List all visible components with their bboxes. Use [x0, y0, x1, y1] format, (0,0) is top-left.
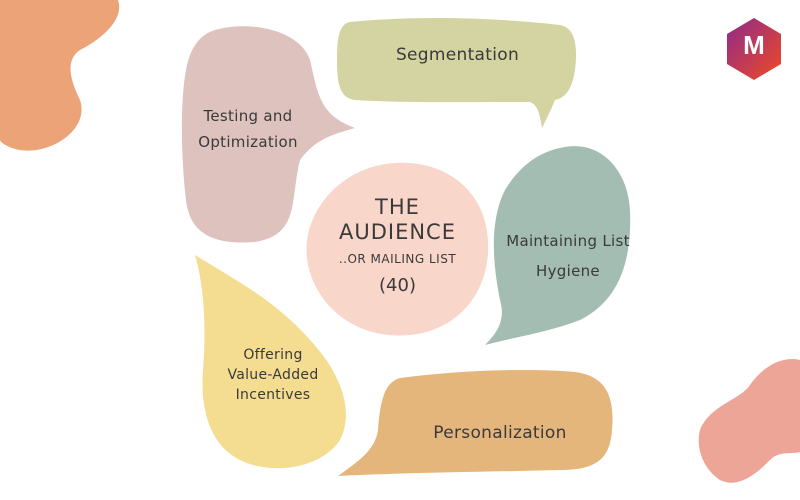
center-title-line1: THE [375, 195, 420, 219]
label-line: Testing and [203, 107, 293, 125]
label-line: Maintaining List [506, 232, 630, 250]
center-text: THE AUDIENCE ..OR MAILING LIST (40) [310, 195, 485, 299]
label-maintaining-list-hygiene: Maintaining List Hygiene [498, 226, 638, 286]
center-number: (40) [379, 275, 416, 296]
bubble-personalization [338, 370, 613, 476]
label-line: Value-Added [227, 367, 319, 383]
label-segmentation: Segmentation [395, 45, 520, 65]
label-line: Incentives [235, 387, 311, 403]
label-offering-incentives: Offering Value-Added Incentives [218, 345, 328, 405]
bubble-segmentation [337, 18, 577, 129]
decor-blob-top-left [0, 0, 120, 151]
bubble-testing-optimization [181, 26, 355, 243]
label-line: Hygiene [536, 262, 600, 280]
bubble-maintaining-list-hygiene [485, 146, 631, 345]
label-line: Optimization [198, 133, 298, 151]
label-testing-optimization: Testing and Optimization [188, 103, 308, 155]
label-line: Offering [243, 347, 303, 363]
bubble-offering-incentives [195, 255, 346, 469]
center-circle [306, 162, 489, 336]
center-title-line2: AUDIENCE [338, 220, 456, 244]
logo-hexagon [727, 18, 781, 80]
center-subtitle: ..OR MAILING LIST [338, 252, 457, 266]
label-personalization: Personalization [433, 423, 567, 443]
decor-blob-bottom-right [698, 359, 800, 483]
logo: M [743, 30, 765, 60]
